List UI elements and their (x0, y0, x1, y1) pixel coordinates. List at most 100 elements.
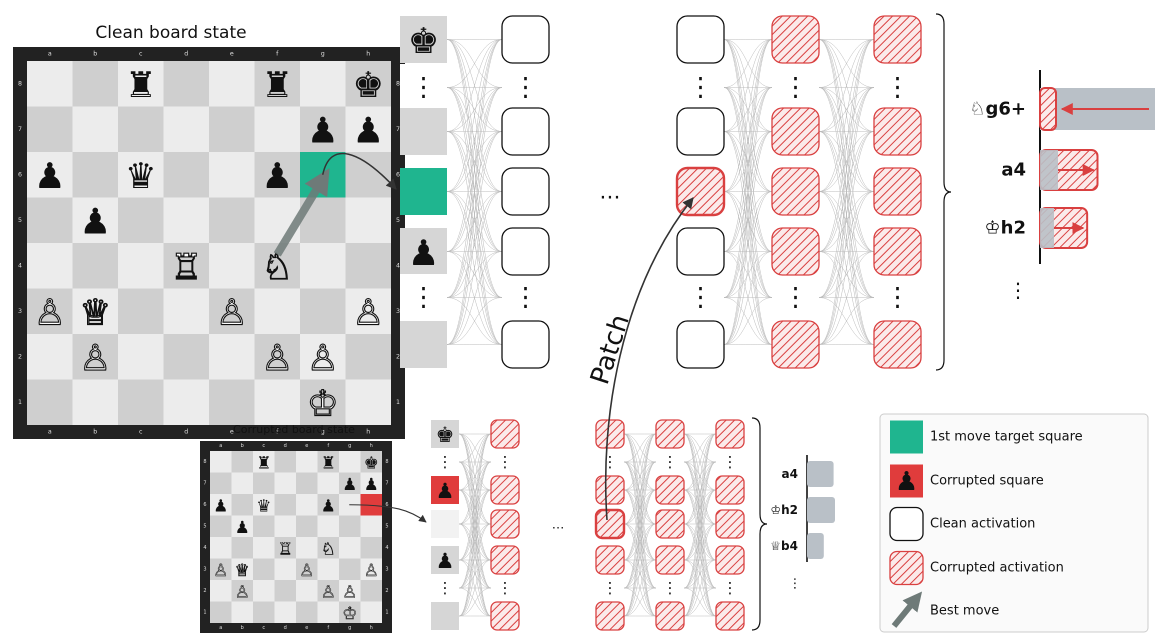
network-edge (623, 433, 657, 525)
board-square (296, 494, 318, 516)
board-square (254, 106, 300, 152)
file-label: g (348, 625, 351, 631)
chess-piece: ♟ (352, 111, 384, 152)
board-square (27, 197, 73, 243)
board-square (72, 152, 118, 198)
board-square (253, 472, 275, 494)
move-score-bar (807, 497, 835, 523)
rank-label: 5 (18, 217, 22, 224)
rank-label: 7 (396, 126, 400, 133)
board-square (231, 601, 253, 623)
board-square (296, 601, 318, 623)
board-square (360, 451, 382, 473)
legend-label: 1st move target square (930, 430, 1083, 445)
board-square (274, 558, 296, 580)
vertical-ellipsis: ⋮ (688, 73, 714, 103)
board-square (209, 379, 255, 425)
board-square (345, 334, 391, 380)
file-label: c (139, 51, 143, 58)
board-square (253, 601, 275, 623)
network-edge (818, 39, 875, 298)
vertical-ellipsis: ⋮ (513, 73, 539, 103)
network-edge (446, 39, 503, 192)
network-edge (446, 131, 503, 345)
clean-activation (501, 320, 550, 369)
chess-piece: ♙ (34, 293, 66, 334)
network-edge (458, 523, 492, 561)
legend-box (879, 413, 1149, 633)
vertical-ellipsis: ⋮ (885, 73, 911, 103)
board-square (274, 601, 296, 623)
board-square (339, 537, 361, 559)
chess-piece: ♟ (235, 517, 250, 537)
network-edge (818, 251, 875, 345)
board-square (317, 494, 339, 516)
patch-arrow (604, 197, 694, 521)
board-square (210, 515, 232, 537)
board-square (210, 558, 232, 580)
corrupted-activation (490, 475, 520, 505)
vertical-ellipsis: ⋮ (783, 283, 809, 313)
network-edge (818, 39, 875, 192)
network-edge (446, 87, 503, 345)
file-label: e (305, 625, 308, 631)
board-square (300, 61, 346, 107)
corrupted-board-title: Corrupted board state (233, 423, 355, 436)
network-edge (683, 523, 717, 589)
target-square-to-token-arrow (322, 152, 397, 190)
network-edge (446, 39, 503, 298)
board-square (296, 515, 318, 537)
network-edge (623, 559, 657, 617)
corrupted-activation (655, 509, 685, 539)
board-square (300, 334, 346, 380)
network-edge (446, 251, 503, 345)
corrupted-activation (771, 320, 820, 369)
file-label: e (230, 429, 234, 436)
corrupted-activation (873, 15, 922, 64)
legend-swatch-corrupted-square (890, 464, 923, 498)
rank-label: 5 (385, 523, 388, 529)
corrupted-activation (715, 545, 745, 575)
file-label: c (262, 625, 265, 631)
chess-piece: ♕ (79, 293, 111, 334)
network-edge (623, 489, 657, 525)
network-edge (818, 131, 875, 345)
chess-piece: ♟ (342, 474, 357, 494)
legend-swatch-corrupted (889, 550, 924, 586)
board-square (345, 243, 391, 289)
corrupted-activation (873, 167, 922, 216)
input-token (431, 602, 459, 630)
file-label: d (284, 443, 287, 449)
vertical-ellipsis: ⋮ (602, 453, 617, 471)
chess-piece: ♘ (321, 539, 336, 559)
board-square (254, 379, 300, 425)
corrupted-network: ♚⋮♟♟⋮⋮⋮⋮⋮⋮⋮⋮⋮… (431, 417, 768, 631)
input-token (400, 321, 447, 368)
chess-piece: ♛ (256, 496, 271, 516)
board-square (209, 288, 255, 334)
vertical-ellipsis: ⋮ (437, 453, 452, 471)
network-edge (723, 251, 773, 298)
board-square (163, 61, 209, 107)
file-label: a (219, 443, 222, 449)
layer-brace (751, 417, 768, 631)
file-label: d (184, 51, 188, 58)
legend-label: Clean activation (930, 517, 1035, 532)
rank-label: 4 (203, 545, 206, 551)
network-edge (723, 39, 773, 132)
token-piece: ♟ (408, 233, 440, 274)
board-square (300, 106, 346, 152)
rank-label: 1 (385, 609, 388, 615)
board-square (27, 106, 73, 152)
board-square (253, 494, 275, 516)
network-edge (458, 433, 492, 491)
board-square (210, 472, 232, 494)
corrupted-activation (771, 15, 820, 64)
board-square (72, 243, 118, 289)
file-label: e (230, 51, 234, 58)
rank-label: 5 (396, 217, 400, 224)
board-square (27, 152, 73, 198)
chess-piece: ♙ (79, 338, 111, 379)
clean-activation (501, 167, 550, 216)
